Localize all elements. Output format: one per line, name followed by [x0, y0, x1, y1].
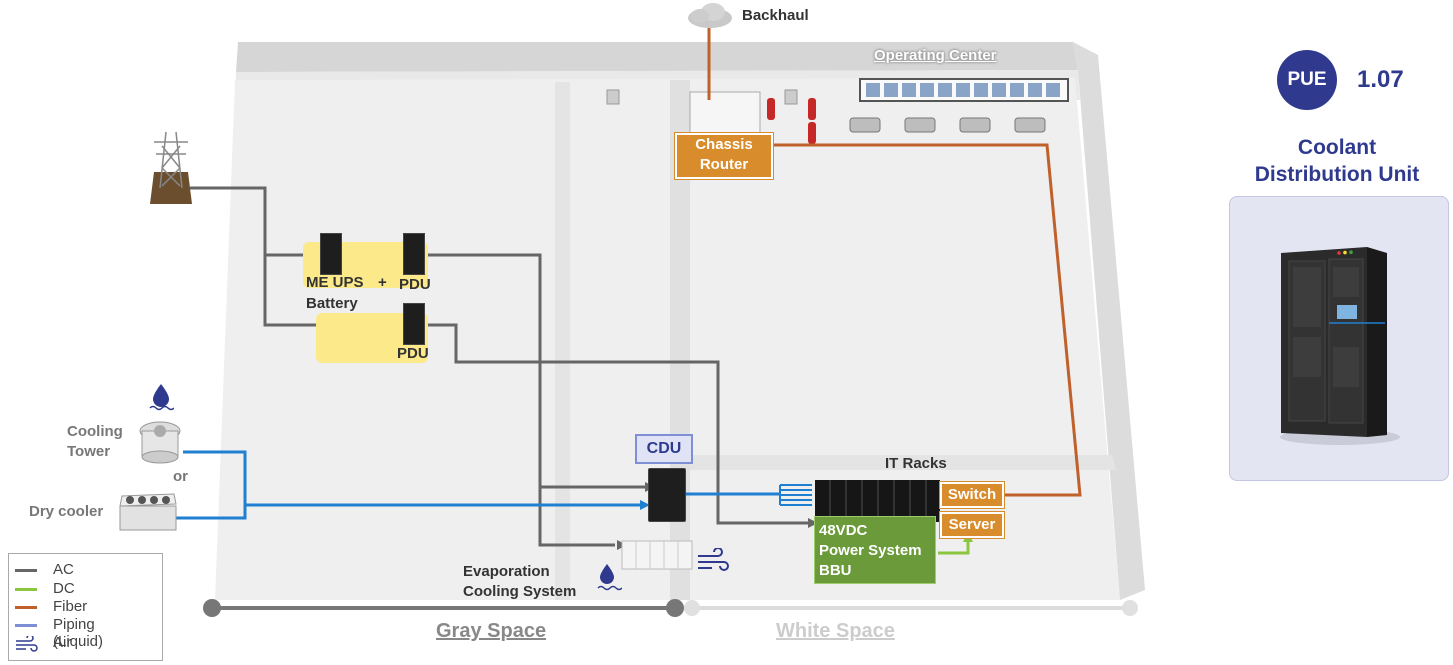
- me-ups-label: ME UPS: [306, 274, 364, 291]
- switch-box: Switch: [940, 482, 1004, 508]
- product-title-line1: Coolant: [1297, 136, 1377, 159]
- cloud-icon: [688, 3, 732, 28]
- cdu-cabinet-image: [1280, 247, 1400, 445]
- air-icon: [698, 548, 729, 571]
- it-racks-label: IT Racks: [885, 455, 947, 472]
- pdu-cabinet-bottom: [403, 303, 425, 345]
- dry-cooler-icon: [119, 493, 177, 531]
- cooling-tower-label: Cooling Tower: [67, 422, 123, 462]
- legend-swatch: [15, 624, 37, 627]
- pdu-top-label: PDU: [399, 276, 431, 293]
- white-space-label: White Space: [776, 620, 895, 642]
- chassis-router-line1: Chassis: [695, 136, 753, 153]
- power-system-line2: Power System: [819, 542, 922, 559]
- water-drop-icon: [597, 564, 622, 591]
- evaporation-label: Evaporation Cooling System: [463, 562, 576, 602]
- power-tower-icon: [150, 131, 192, 204]
- pue-badge: PUE: [1277, 50, 1337, 110]
- ups-cabinet: [320, 233, 342, 275]
- legend-label: AC: [53, 561, 74, 578]
- pdu-bottom-label: PDU: [397, 345, 429, 362]
- evaporation-line1: Evaporation: [463, 563, 550, 580]
- it-racks: [815, 480, 940, 522]
- legend-label: Air: [53, 634, 72, 651]
- evaporation-unit-icon: [621, 540, 693, 570]
- cooling-tower-line2: Tower: [67, 443, 111, 460]
- cooling-tower-icon: [139, 421, 181, 464]
- battery-label: Battery: [306, 295, 358, 312]
- power-system-box: 48VDC Power System BBU: [814, 516, 936, 584]
- power-system-line3: BBU: [819, 562, 852, 579]
- product-title: Coolant Distribution Unit: [1228, 134, 1446, 188]
- pdu-cabinet-top: [403, 233, 425, 275]
- power-system-line1: 48VDC: [819, 522, 868, 539]
- cooling-tower-line1: Cooling: [67, 423, 123, 440]
- dry-cooler-label: Dry cooler: [29, 503, 104, 520]
- or-label: or: [173, 468, 188, 485]
- operating-center-label: Operating Center: [874, 47, 997, 64]
- cdu-cabinet: [648, 468, 686, 522]
- legend-label: Piping (Liquid): [53, 616, 104, 650]
- legend-label: Fiber: [53, 598, 88, 615]
- gray-space-label: Gray Space: [436, 620, 547, 642]
- server-box: Server: [940, 512, 1004, 538]
- pue-value: 1.07: [1357, 66, 1404, 93]
- plus-label: +: [378, 274, 387, 291]
- evaporation-line2: Cooling System: [463, 583, 577, 600]
- product-card: [1229, 196, 1449, 481]
- product-title-line2: Distribution Unit: [1254, 163, 1420, 186]
- chassis-router-line2: Router: [699, 156, 749, 173]
- cdu-label: CDU: [635, 434, 693, 464]
- legend-swatch: [15, 588, 37, 591]
- legend-swatch: [15, 569, 37, 572]
- legend-swatch: [15, 606, 37, 609]
- water-drop-icon: [149, 384, 174, 411]
- backhaul-label: Backhaul: [742, 7, 809, 24]
- chassis-router-box: Chassis Router: [675, 133, 773, 179]
- air-icon: [16, 636, 38, 652]
- legend: AC DC Fiber Piping (Liquid) Air: [8, 553, 163, 661]
- legend-label: DC: [53, 580, 75, 597]
